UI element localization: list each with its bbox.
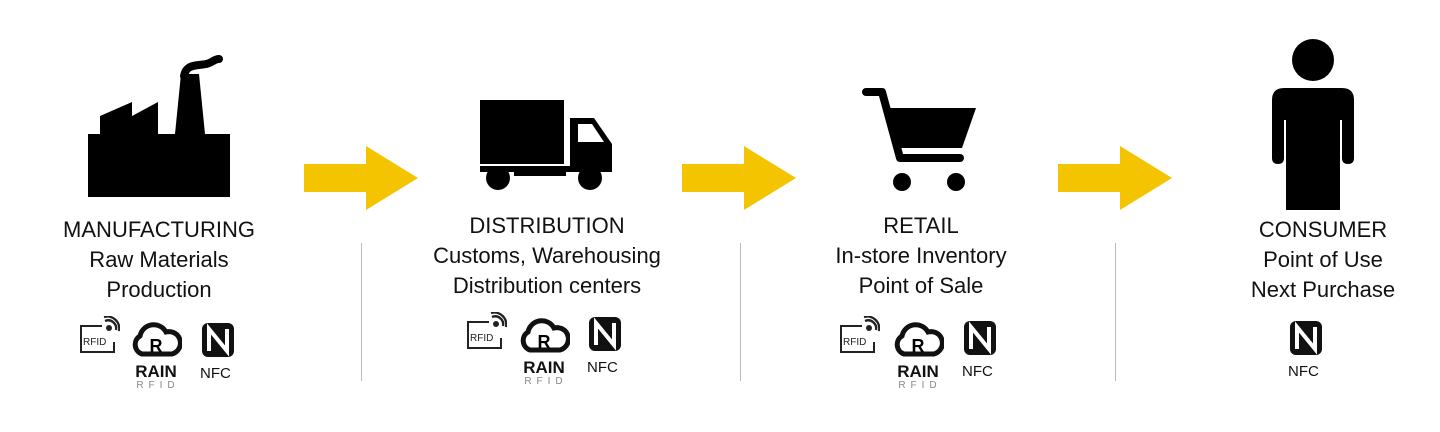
rain-sub-label: RFID [898,380,942,391]
person-icon [1272,39,1354,210]
stage-manufacturing-text: MANUFACTURING Raw Materials Production [63,215,255,305]
svg-text:R: R [912,336,925,356]
svg-text:R: R [538,332,551,352]
nfc-label: NFC [200,365,231,382]
stage-line: In-store Inventory [835,243,1007,268]
nfc-label: NFC [962,363,993,380]
nfc-icon [964,321,996,355]
stage-line: Production [106,277,212,302]
rain-label: RAIN [523,358,565,377]
nfc-icon [1290,321,1322,355]
stage-line: Next Purchase [1250,277,1396,302]
stage-line: Distribution centers [452,273,642,298]
factory-icon [88,55,230,197]
nfc-badge: NFC [585,316,627,376]
rain-cloud-icon: R [132,322,183,357]
rain-label: RAIN [897,362,939,381]
stage-line: Point of Sale [858,273,984,298]
divider [1115,243,1116,381]
stage-consumer-text: CONSUMER Point of Use Next Purchase [1251,215,1395,305]
stage-line: Point of Use [1263,247,1383,272]
rfid-label: RFID [843,337,867,348]
rain-cloud-icon: R [894,322,945,357]
arrow-icon [304,146,418,210]
rfid-badge: RFID [465,311,508,352]
rain-label: RAIN [135,362,177,381]
rfid-label: RFID [470,333,494,344]
stage-retail-text: RETAIL In-store Inventory Point of Sale [835,211,1006,301]
nfc-badge: NFC [1286,320,1328,380]
rain-rfid-badge: R RAIN RFID [892,322,945,392]
stage-line: Customs, Warehousing [433,243,661,268]
stage-title: CONSUMER [1258,217,1388,242]
stage-title: RETAIL [883,213,959,238]
rfid-icon [467,311,508,349]
nfc-icon [589,317,621,351]
stage-title: MANUFACTURING [63,217,255,242]
rfid-badge: RFID [838,315,881,356]
nfc-badge: NFC [960,320,1002,380]
divider [740,243,741,381]
rain-rfid-badge: R RAIN RFID [518,318,571,388]
stage-line: Raw Materials [89,247,229,272]
divider [361,243,362,381]
arrow-icon [682,146,796,210]
shopping-cart-icon [862,88,976,191]
rfid-badge: RFID [78,315,121,356]
rfid-label: RFID [83,337,107,348]
nfc-label: NFC [587,359,618,376]
truck-icon [480,100,612,190]
nfc-icon [202,323,234,357]
rain-cloud-icon: R [520,318,571,353]
stage-distribution-text: DISTRIBUTION Customs, Warehousing Distri… [433,211,661,301]
rain-rfid-badge: R RAIN RFID [130,322,183,392]
arrow-icon [1058,146,1172,210]
rain-sub-label: RFID [136,380,180,391]
nfc-badge: NFC [198,322,240,382]
stage-title: DISTRIBUTION [469,213,625,238]
rfid-icon [840,315,881,353]
nfc-label: NFC [1288,363,1319,380]
svg-text:R: R [150,336,163,356]
rain-sub-label: RFID [524,376,568,387]
rfid-icon [80,315,121,353]
